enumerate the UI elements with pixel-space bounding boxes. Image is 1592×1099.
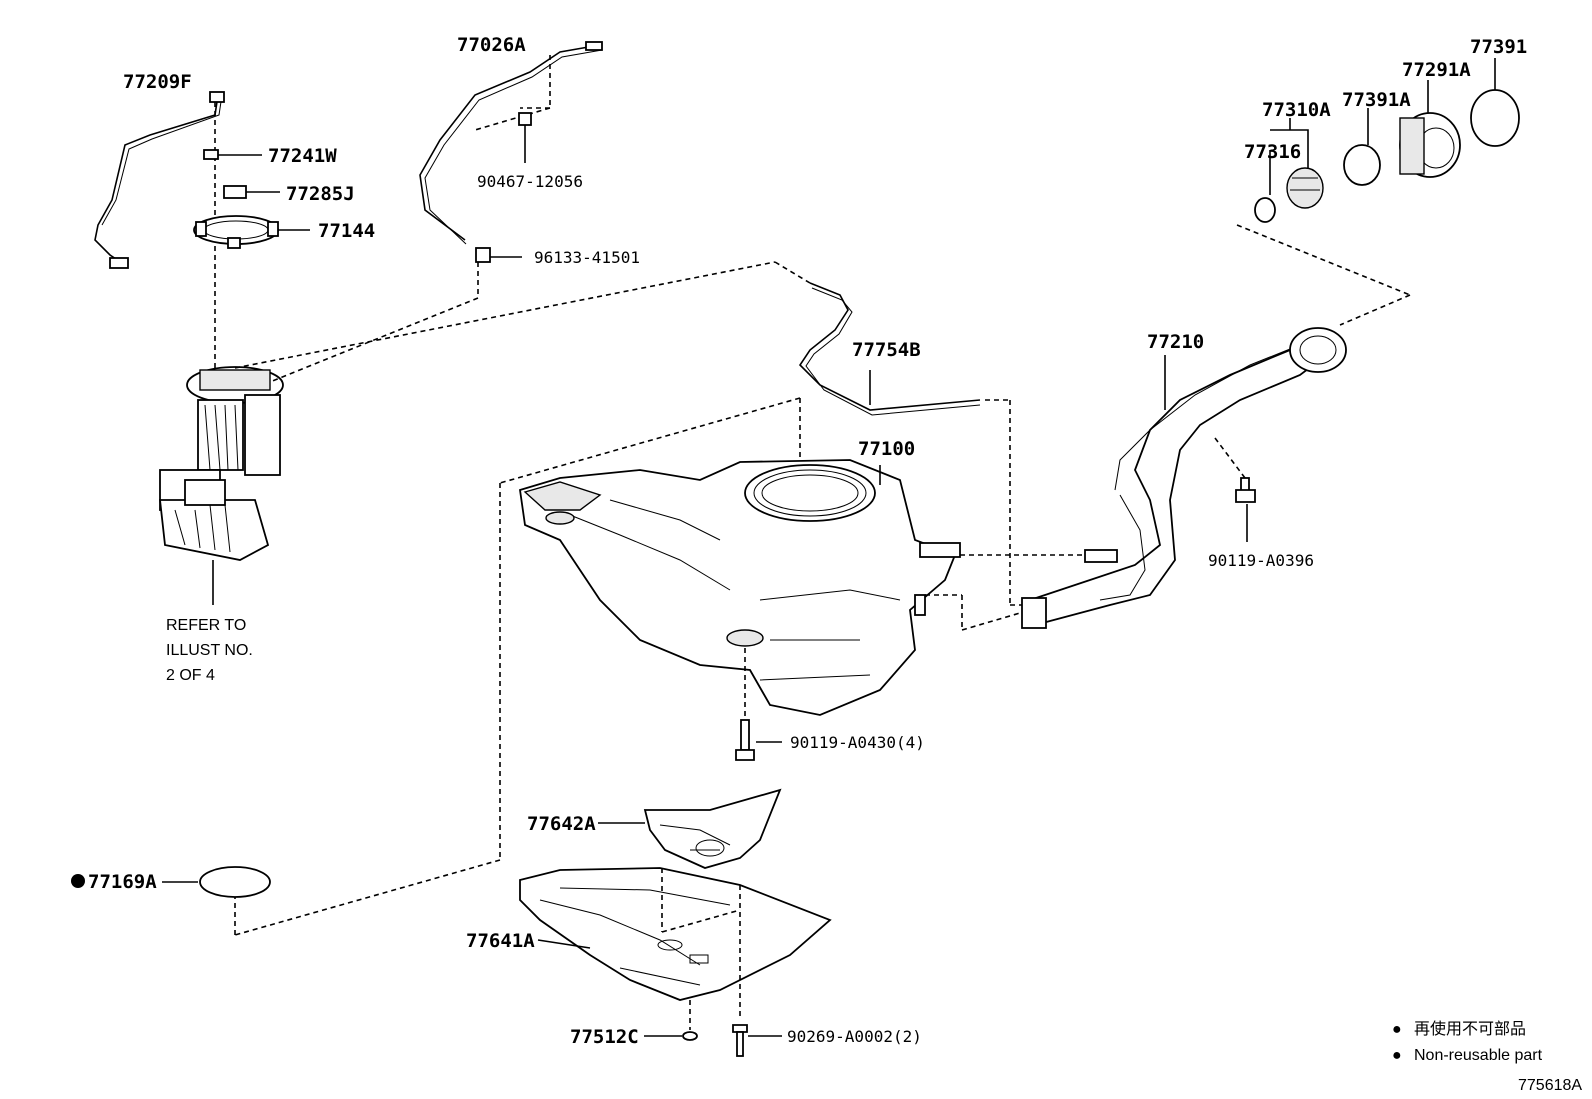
non-reusable-marker-icon: [71, 874, 85, 888]
label-77209f: 77209F: [123, 71, 192, 93]
label-77210: 77210: [1147, 331, 1204, 353]
vent-tube-connector: [585, 41, 603, 51]
clip-77241w-icon: [203, 149, 219, 160]
label-77100: 77100: [858, 438, 915, 460]
bolt-90119-a0396-icon: [1235, 477, 1256, 503]
housing-77291a-icon: [1399, 112, 1461, 178]
label-77144: 77144: [318, 220, 375, 242]
refer-line-3: 2 OF 4: [166, 667, 215, 684]
fuel-tank-77100: [518, 459, 961, 716]
refer-line-2: ILLUST NO.: [166, 642, 253, 659]
label-96133-41501: 96133-41501: [534, 248, 640, 267]
cover-77391-icon: [1470, 89, 1520, 147]
legend-bullet-en: ●: [1392, 1047, 1402, 1064]
harness-connector-top: [209, 91, 225, 103]
label-77316: 77316: [1244, 141, 1301, 163]
ring-77391a-icon: [1343, 144, 1381, 186]
label-77642a: 77642A: [527, 813, 596, 835]
protector-77641a: [519, 867, 832, 1001]
legend-en: Non-reusable part: [1414, 1047, 1543, 1064]
clip-77285j-icon: [223, 185, 247, 199]
gasket-77316-icon: [1254, 197, 1276, 223]
vent-tube-77026a: [419, 41, 603, 245]
screw-90269-icon: [732, 1024, 748, 1057]
label-77291a: 77291A: [1402, 59, 1471, 81]
fuel-pump-module: [158, 366, 284, 561]
bolt-90119-a0430-icon: [735, 719, 755, 761]
legend-jp: 再使用不可部品: [1414, 1020, 1526, 1038]
label-77754b: 77754B: [852, 339, 921, 361]
fuel-cap-77310a-icon: [1286, 167, 1324, 209]
clip-96133-icon: [475, 247, 491, 263]
fuel-pump-wire-harness: [94, 91, 225, 269]
label-77391: 77391: [1470, 36, 1527, 58]
protector-77642a: [643, 788, 782, 869]
tank-outlet-pipe: [919, 542, 961, 558]
label-90467-12056: 90467-12056: [477, 172, 583, 191]
filler-pipe-77210: [1021, 327, 1347, 629]
label-90119-a0430: 90119-A0430(4): [790, 733, 925, 752]
legend-bullet-jp: ●: [1392, 1021, 1402, 1038]
refer-line-1: REFER TO: [166, 617, 246, 634]
label-77026a: 77026A: [457, 34, 526, 56]
label-77310a: 77310A: [1262, 99, 1331, 121]
label-90269-a0002: 90269-A0002(2): [787, 1027, 922, 1046]
label-77241w: 77241W: [268, 145, 337, 167]
label-90119-a0396: 90119-A0396: [1208, 551, 1314, 570]
harness-connector-bottom: [109, 257, 129, 269]
clip-90467-icon: [518, 112, 532, 126]
label-77285j: 77285J: [286, 183, 355, 205]
vent-hose-77754b: [798, 282, 981, 416]
o-ring-77169a-icon: [199, 866, 271, 898]
label-77391a: 77391A: [1342, 89, 1411, 111]
label-77169a: 77169A: [88, 871, 157, 893]
clip-77512c-icon: [682, 1031, 698, 1041]
retainer-ring-77144-icon: [193, 215, 279, 249]
label-77512c: 77512C: [570, 1026, 639, 1048]
filler-pipe-nozzle: [1084, 549, 1118, 563]
figure-id: 775618A: [1518, 1077, 1582, 1094]
label-77641a: 77641A: [466, 930, 535, 952]
filler-pipe-inlet: [1021, 597, 1047, 629]
